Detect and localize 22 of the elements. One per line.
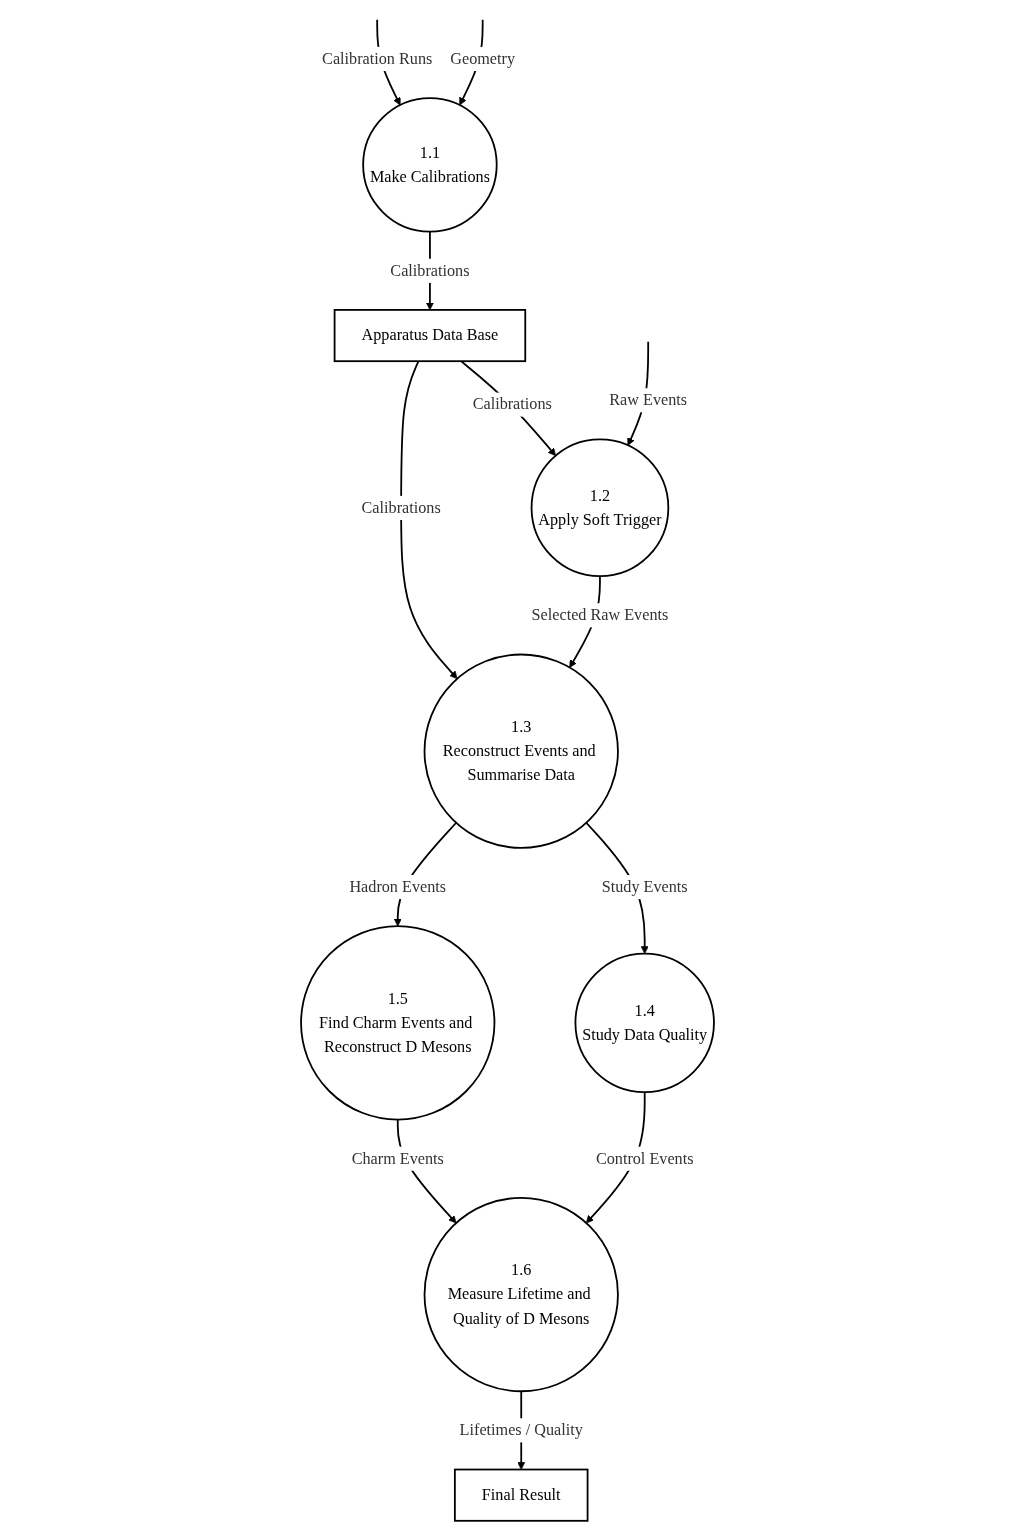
edge-label: Calibrations [390,261,470,280]
edge-label: Geometry [450,49,516,68]
arrow [460,360,557,457]
node-circle: 1.5 Find Charm Events and Reconstruct D Mesons [300,925,496,1121]
edge-label: Control Events [595,1149,694,1168]
arrow [400,360,458,680]
node-circle: 1.6 Measure Lifetime and Quality of D Mesons [423,1196,619,1393]
edge-label: Charm Events [351,1149,444,1168]
edge-label: Calibrations [361,498,441,517]
node-circle: 1.1 Make Calibrations [362,97,498,233]
edge-label: Calibration Runs [322,49,433,68]
edge-label: Calibrations [472,395,552,414]
edge-label: Selected Raw Events [531,605,669,624]
node-box: Apparatus Data Base [333,309,527,363]
node-box: Final Result [453,1468,589,1522]
edge-label: Study Events [601,877,688,896]
edge-label: Hadron Events [349,877,447,896]
edge-label: Raw Events [609,390,688,409]
node-circle: 1.2 Apply Soft Trigger [530,438,670,578]
node-circle: 1.4 Study Data Quality [574,952,715,1094]
node-circle: 1.3 Reconstruct Events and Summarise Data [423,653,619,849]
edge-label: Lifetimes / Quality [459,1420,583,1439]
